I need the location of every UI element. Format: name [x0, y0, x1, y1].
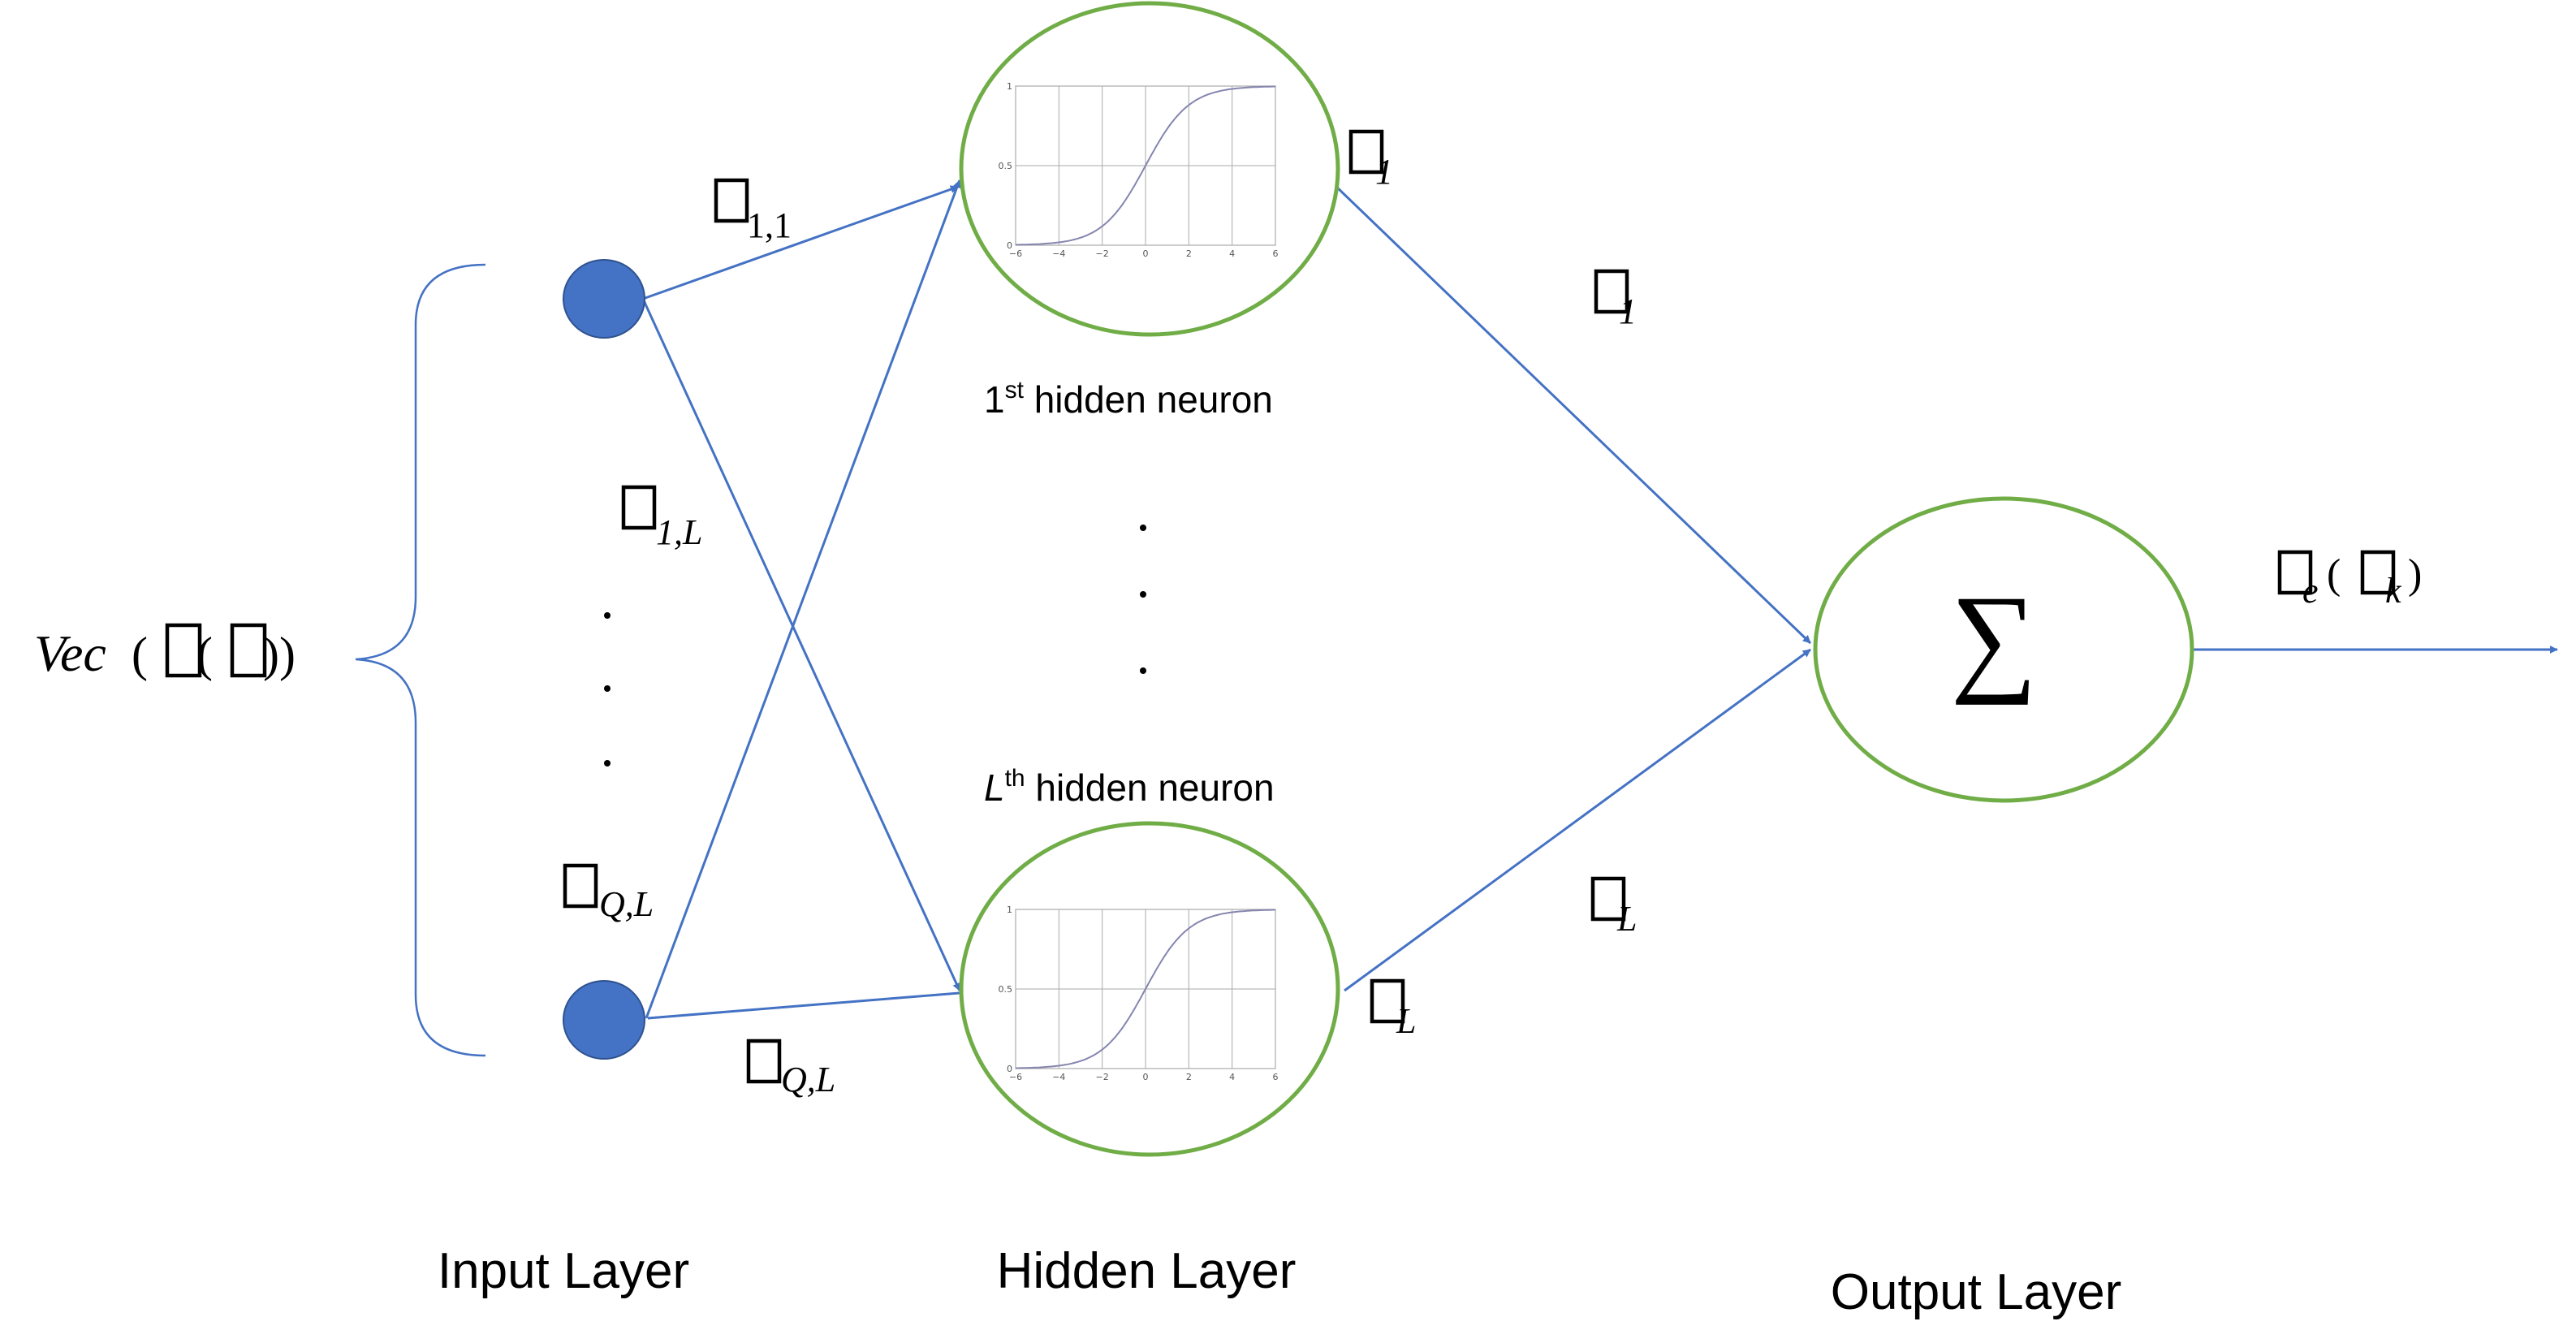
vec-input-label: Vec ( ( ))	[34, 623, 296, 682]
output-weight-label-1: 1	[1594, 269, 1637, 331]
sigmoid-tick-y: 0.5	[999, 161, 1013, 171]
vec-paren-close: ))	[263, 628, 296, 681]
dot	[1140, 667, 1146, 674]
edge-inputQ-hiddenL	[647, 988, 970, 1020]
sigmoid-tick-x: 0	[1143, 1072, 1149, 1082]
output-paren-close: )	[2408, 551, 2422, 598]
edge-hiddenL-output	[1344, 648, 1811, 992]
sigmoid-tick-y: 1	[1007, 905, 1012, 915]
sigmoid-tick-x: 2	[1186, 1072, 1192, 1082]
hidden-output-label-L: L	[1370, 978, 1416, 1041]
hidden-neuron-1-circle	[959, 1, 1340, 337]
hidden-output-label-1: 1	[1348, 129, 1393, 192]
weight-label-1-1: 1,1	[714, 178, 792, 245]
label-subscript: L	[1396, 1001, 1416, 1041]
symbol-placeholder-box	[1594, 269, 1629, 314]
weight-label-Q-L-bottom: Q,L	[746, 1039, 835, 1099]
vec-paren-inner: (	[196, 628, 213, 681]
vec-paren-open: (	[132, 628, 148, 681]
dot	[604, 685, 611, 692]
hidden-neuron-L-label: Lth hidden neuron	[984, 765, 1275, 809]
hidden-neuron-1-label: 1st hidden neuron	[984, 377, 1273, 421]
sigmoid-tick-y: 0.5	[999, 984, 1013, 995]
dot	[604, 612, 611, 619]
dot	[1140, 525, 1146, 531]
weight-label-Q-L-left: Q,L	[563, 863, 654, 924]
sigmoid-curve	[1016, 85, 1275, 246]
symbol-placeholder-box	[1590, 876, 1626, 922]
sigmoid-tick-x: 0	[1143, 248, 1149, 259]
weight-subscript: Q,L	[781, 1060, 835, 1099]
symbol-placeholder-box	[1370, 978, 1405, 1024]
symbol-placeholder-box	[563, 863, 598, 909]
symbol-placeholder-box	[2277, 550, 2313, 595]
sigmoid-tick-y: 0	[1007, 240, 1012, 251]
hidden-dots	[1140, 525, 1146, 674]
symbol-placeholder-box	[714, 178, 749, 223]
symbol-placeholder-box	[1348, 129, 1384, 175]
output-label: e ( k )	[2277, 550, 2422, 611]
input-dots	[604, 612, 611, 767]
output-neuron-circle	[1813, 496, 2194, 803]
sigmoid-tick-x: 6	[1273, 248, 1279, 259]
symbol-placeholder-box	[2360, 550, 2396, 595]
input-brace	[355, 263, 486, 1057]
weight-subscript: 1,1	[747, 205, 792, 245]
sigmoid-tick-x: −6	[1009, 248, 1022, 259]
sigmoid-curve	[1016, 909, 1275, 1069]
sigmoid-tick-x: 4	[1229, 1072, 1235, 1082]
sigmoid-tick-x: 6	[1273, 1072, 1279, 1082]
sigmoid-tick-x: −2	[1096, 1072, 1109, 1082]
sigmoid-tick-x: −6	[1009, 1072, 1022, 1082]
input-node-Q	[563, 980, 645, 1060]
input-layer-label: Input Layer	[438, 1243, 689, 1299]
symbol-placeholder-box	[746, 1039, 782, 1084]
edge-input1-hiddenL	[641, 298, 961, 991]
connections	[641, 179, 2558, 1020]
edge-hidden1-output	[1333, 184, 1812, 645]
sum-symbol: ∑	[1951, 571, 2038, 706]
sigmoid-plot-L: −6 −4 −2 0 2 4 6 1 0.5 0	[999, 905, 1279, 1082]
input-node-1	[563, 259, 645, 339]
sigmoid-tick-x: −4	[1052, 1072, 1065, 1082]
edge-input1-hidden1	[642, 185, 959, 300]
label-subscript: 1	[1619, 291, 1637, 331]
symbol-placeholder-box	[621, 485, 657, 530]
hidden-neuron-L: −6 −4 −2 0 2 4 6 1 0.5 0	[959, 821, 1340, 1157]
sigmoid-tick-x: 2	[1186, 248, 1192, 259]
output-weight-label-L: L	[1590, 876, 1637, 939]
symbol-placeholder-box	[230, 623, 267, 678]
output-subscript-1: e	[2302, 571, 2319, 611]
sigmoid-tick-x: −2	[1096, 248, 1109, 259]
hidden-layer-label: Hidden Layer	[997, 1243, 1297, 1299]
weight-label-1-L: 1,L	[621, 485, 702, 552]
vec-text: Vec	[34, 624, 106, 682]
output-paren-open: (	[2327, 551, 2341, 598]
sigmoid-plot-1: −6 −4 −2 0 2 4 6 1 0.5 0	[999, 81, 1279, 259]
sigmoid-tick-y: 0	[1007, 1064, 1012, 1074]
output-subscript-2: k	[2385, 571, 2402, 611]
hidden-neuron-1: −6 −4 −2 0 2 4 6 1 0.5 0	[959, 1, 1340, 337]
dot	[1140, 591, 1146, 598]
edge-inputQ-hidden1	[645, 179, 961, 1019]
label-subscript: L	[1616, 899, 1637, 939]
label-subscript: 1	[1375, 152, 1393, 192]
weight-subscript: 1,L	[656, 512, 702, 552]
output-layer-label: Output Layer	[1831, 1264, 2121, 1320]
sigmoid-tick-x: −4	[1052, 248, 1065, 259]
sigmoid-tick-y: 1	[1007, 81, 1012, 92]
sigmoid-tick-x: 4	[1229, 248, 1235, 259]
symbol-placeholder-box	[165, 623, 202, 678]
weight-subscript: Q,L	[599, 884, 654, 924]
dot	[604, 760, 611, 767]
